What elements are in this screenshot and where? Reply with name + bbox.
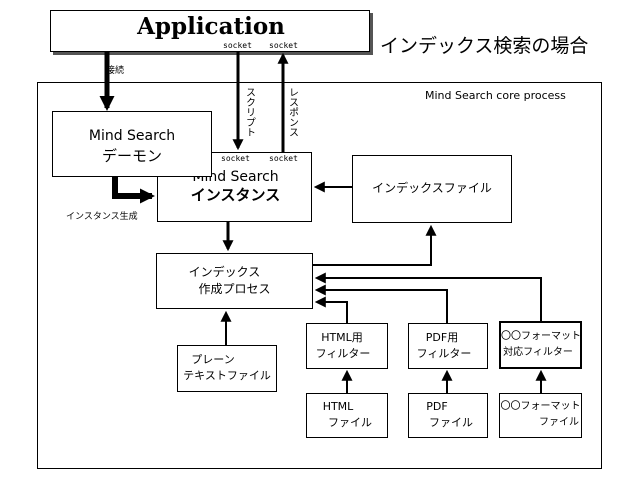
plain-text-line2: テキストファイル [183, 369, 271, 382]
otherfilter-to-process-arrow [314, 272, 542, 321]
instance-socket-left: socket [221, 154, 250, 163]
html-filter-line1: HTML用 [321, 331, 363, 344]
html-file-box: HTML ファイル [306, 393, 388, 438]
html-file-line2: ファイル [328, 416, 372, 429]
pdf-filter-box: PDF用 フィルター [408, 323, 488, 369]
pdf-filter-line2: フィルター [416, 347, 472, 360]
pdf-filter-line1: PDF用 [425, 331, 459, 344]
plain-text-file-box: プレーン テキストファイル [177, 345, 277, 392]
response-label: レスポンス [286, 87, 298, 137]
application-socket-right: socket [269, 41, 298, 50]
instance-subtitle: インスタンス [190, 186, 281, 204]
index-process-line2: 作成プロセス [198, 282, 271, 296]
other-filter-line1: 〇〇フォーマット [501, 331, 581, 342]
daemon-subtitle: デーモン [101, 147, 162, 165]
daemon-title: Mind Search [88, 128, 176, 144]
application-socket-left: socket [223, 41, 252, 50]
script-label: スクリプト [243, 87, 255, 137]
index-file-box: インデックスファイル [352, 155, 512, 223]
pdf-file-line2: ファイル [429, 416, 473, 429]
instance-generate-arrow [112, 177, 155, 204]
daemon-box: Mind Search デーモン [52, 111, 212, 177]
core-process-label: Mind Search core process [425, 89, 566, 102]
plain-text-line1: プレーン [191, 353, 235, 366]
html-filter-line2: フィルター [315, 347, 371, 360]
index-file-label: インデックスファイル [372, 181, 492, 195]
application-label: Application [137, 13, 285, 40]
instance-generate-label: インスタンス生成 [66, 212, 138, 222]
other-filter-box: 〇〇フォーマット 対応フィルター [499, 321, 582, 369]
pdf-file-box: PDF ファイル [408, 393, 488, 438]
application-box: Application socket socket [50, 10, 370, 52]
instance-box: socket socket Mind Search インスタンス [157, 152, 312, 222]
html-filter-box: HTML用 フィルター [306, 323, 388, 369]
index-process-box: インデックス 作成プロセス [156, 253, 313, 309]
other-file-line1: 〇〇フォーマット [500, 401, 581, 412]
instance-socket-right: socket [269, 154, 298, 163]
diagram-title: インデックス検索の場合 [380, 35, 589, 57]
index-process-line1: インデックス [188, 265, 261, 279]
other-file-box: 〇〇フォーマット ファイル [499, 393, 582, 438]
process-to-indexfile-arrow [313, 224, 437, 266]
connect-label: 接続 [106, 66, 125, 76]
html-file-line1: HTML [322, 400, 354, 413]
htmlfilter-to-process-arrow [314, 296, 348, 323]
pdffilter-to-process-arrow [314, 284, 448, 323]
other-file-line2: ファイル [539, 417, 579, 428]
other-filter-line2: 対応フィルター [503, 347, 573, 358]
pdf-file-line1: PDF [426, 400, 448, 413]
